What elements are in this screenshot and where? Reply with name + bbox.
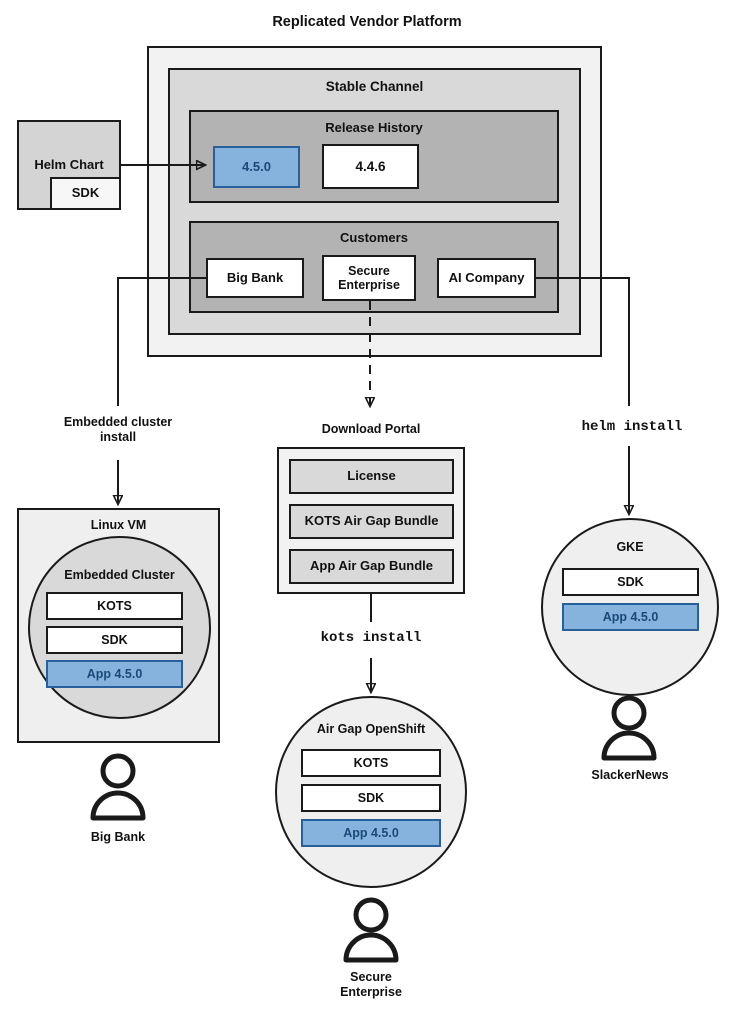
user-label-slackernews: SlackerNews xyxy=(591,768,669,782)
artifact-label: App Air Gap Bundle xyxy=(309,558,434,574)
user-icon-secure-enterprise xyxy=(343,897,399,963)
component-label: SDK xyxy=(357,790,385,805)
linux-vm-title: Linux VM xyxy=(90,518,147,532)
gke-component-app[interactable]: App 4.5.0 xyxy=(562,603,699,631)
linux-vm-component-app[interactable]: App 4.5.0 xyxy=(46,660,183,688)
embedded-cluster-title: Embedded Cluster xyxy=(64,568,175,582)
user-label-big-bank: Big Bank xyxy=(90,830,146,844)
customer-label: Secure Enterprise xyxy=(338,263,400,292)
embedded-install-label: Embedded cluster install xyxy=(63,415,173,444)
release-version-4-4-6[interactable]: 4.4.6 xyxy=(322,144,419,189)
customer-label: AI Company xyxy=(448,269,525,285)
stable-channel-title: Stable Channel xyxy=(325,79,424,94)
customer-label: Big Bank xyxy=(226,269,284,285)
portal-artifact-kots-air-gap-bundle[interactable]: KOTS Air Gap Bundle xyxy=(289,504,454,539)
gke-title: GKE xyxy=(616,540,644,554)
component-label: SDK xyxy=(101,632,128,647)
linux-vm-component-kots[interactable]: KOTS xyxy=(46,592,183,620)
kots-install-label: kots install xyxy=(320,630,422,646)
portal-artifact-license[interactable]: License xyxy=(289,459,454,494)
customers-title: Customers xyxy=(340,230,408,245)
component-label: KOTS xyxy=(353,755,389,770)
page-title: Replicated Vendor Platform xyxy=(272,14,462,30)
release-history-title: Release History xyxy=(325,120,423,135)
release-version-4-5-0[interactable]: 4.5.0 xyxy=(213,146,300,188)
user-icon-slackernews xyxy=(601,695,657,761)
linux-vm-component-sdk[interactable]: SDK xyxy=(46,626,183,654)
user-icon-big-bank xyxy=(90,753,146,821)
component-label: App 4.5.0 xyxy=(602,609,659,624)
component-label: SDK xyxy=(617,574,644,589)
gke-component-sdk[interactable]: SDK xyxy=(562,568,699,596)
sdk-label: SDK xyxy=(71,185,100,201)
customer-big-bank[interactable]: Big Bank xyxy=(206,258,304,298)
release-version-label: 4.4.6 xyxy=(355,158,386,174)
release-version-label: 4.5.0 xyxy=(242,158,271,174)
customer-ai-company[interactable]: AI Company xyxy=(437,258,536,298)
component-label: KOTS xyxy=(97,598,132,613)
artifact-label: KOTS Air Gap Bundle xyxy=(304,513,439,529)
user-label-secure-enterprise: Secure Enterprise xyxy=(340,970,402,999)
openshift-component-sdk[interactable]: SDK xyxy=(301,784,441,812)
download-portal-label: Download Portal xyxy=(321,422,421,436)
component-label: App 4.5.0 xyxy=(86,666,143,681)
portal-artifact-app-air-gap-bundle[interactable]: App Air Gap Bundle xyxy=(289,549,454,584)
artifact-label: License xyxy=(347,468,396,484)
helm-chart-label: Helm Chart xyxy=(34,157,104,172)
openshift-component-app[interactable]: App 4.5.0 xyxy=(301,819,441,847)
helm-install-label: helm install xyxy=(581,419,683,435)
openshift-component-kots[interactable]: KOTS xyxy=(301,749,441,777)
air-gap-openshift-title: Air Gap OpenShift xyxy=(316,722,426,736)
helm-chart-sdk-box[interactable]: SDK xyxy=(50,177,121,210)
component-label: App 4.5.0 xyxy=(343,825,399,840)
customer-secure-enterprise[interactable]: Secure Enterprise xyxy=(322,255,416,301)
